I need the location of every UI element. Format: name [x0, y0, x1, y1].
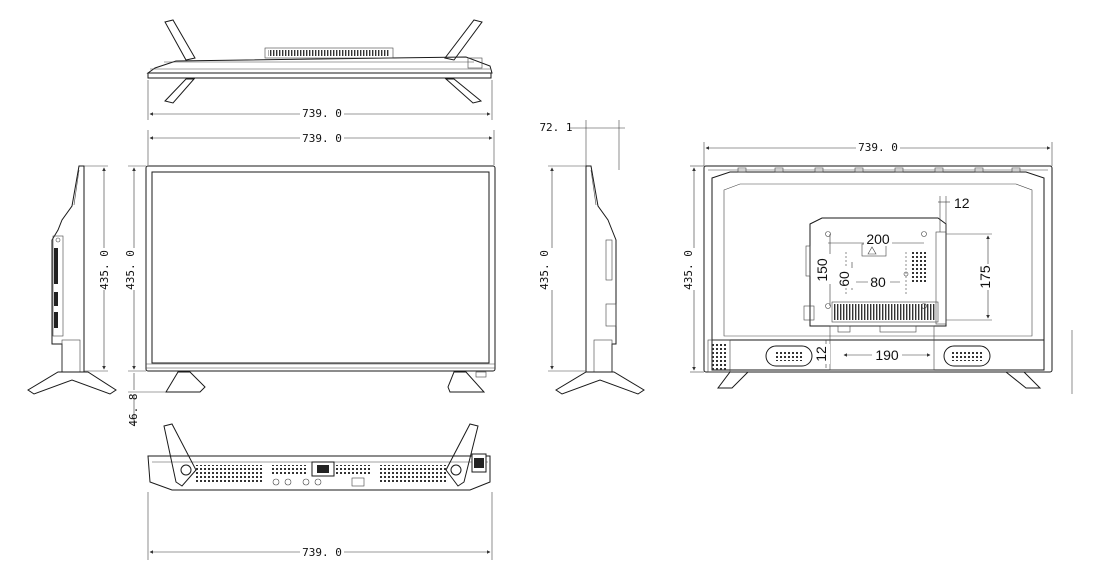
back-speaker-right	[943, 345, 991, 367]
front-height-label: 435. 0	[124, 250, 137, 290]
left-height-label: 435. 0	[98, 250, 111, 290]
right-height-label: 435. 0	[538, 250, 551, 290]
back-view: 739. 0	[682, 140, 1073, 394]
front-stand-label: 46. 8	[127, 393, 140, 426]
top-view: 739. 0	[146, 19, 493, 120]
bottom-width-label: 739. 0	[302, 546, 342, 559]
back-height-label: 435. 0	[682, 250, 695, 290]
back-dim-12-bottom: 12	[813, 346, 829, 362]
right-side-view: 72. 1 435. 0	[538, 120, 645, 395]
top-width-label: 739. 0	[302, 107, 342, 120]
left-side-view: 435. 0	[27, 165, 117, 395]
bottom-view: 739. 0	[147, 423, 493, 560]
front-width-label: 739. 0	[302, 132, 342, 145]
back-dim-190: 190	[875, 347, 899, 363]
back-width-label: 739. 0	[858, 141, 898, 154]
back-dim-12-top: 12	[954, 195, 970, 211]
back-top-clips	[737, 167, 1021, 173]
back-dim-60: 60	[836, 271, 852, 287]
back-dim-175: 175	[977, 265, 993, 289]
back-dim-80: 80	[870, 274, 886, 290]
back-dim-200: 200	[866, 231, 890, 247]
back-speaker-left	[765, 345, 813, 367]
front-view: 739. 0 435. 0 46. 8	[123, 130, 496, 427]
back-dim-150: 150	[814, 258, 830, 282]
right-depth-label: 72. 1	[539, 121, 572, 134]
